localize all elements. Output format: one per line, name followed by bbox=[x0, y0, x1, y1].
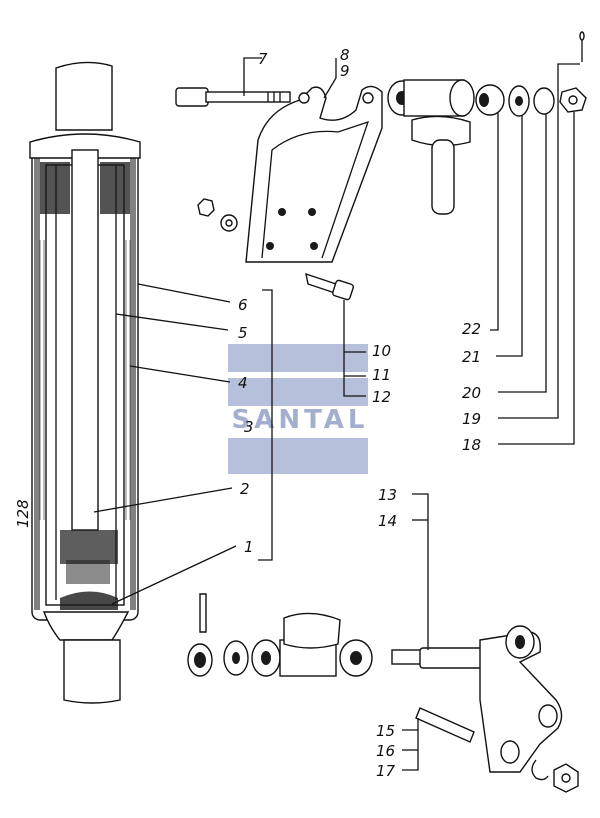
callout-6: 6 bbox=[238, 296, 248, 314]
small-nuts bbox=[197, 198, 238, 232]
callout-1: 1 bbox=[244, 538, 254, 556]
callout-19: 19 bbox=[462, 410, 481, 428]
callout-2: 2 bbox=[240, 480, 250, 498]
lower-bracket bbox=[391, 625, 579, 793]
lower-pivot-assembly bbox=[187, 593, 373, 677]
callout-5: 5 bbox=[238, 324, 248, 342]
callout-16: 16 bbox=[376, 742, 395, 760]
upper-pivot-assembly bbox=[387, 31, 587, 215]
callout-7: 7 bbox=[258, 50, 268, 68]
callout-numbers: 7 8 9 6 5 4 3 2 1 10 11 12 22 21 20 19 1… bbox=[238, 46, 481, 780]
callout-12: 12 bbox=[372, 388, 391, 406]
callout-10: 10 bbox=[372, 342, 391, 360]
callout-21: 21 bbox=[462, 348, 481, 366]
shock-absorber bbox=[29, 61, 141, 704]
callout-11: 11 bbox=[372, 366, 391, 384]
callout-4: 4 bbox=[238, 374, 248, 392]
callout-18: 18 bbox=[462, 436, 481, 454]
santal-watermark: SANTAL bbox=[228, 344, 368, 474]
callout-15: 15 bbox=[376, 722, 395, 740]
callout-3: 3 bbox=[244, 418, 254, 436]
long-bolt-7 bbox=[175, 87, 291, 107]
callout-17: 17 bbox=[376, 762, 396, 780]
callout-20: 20 bbox=[462, 384, 481, 402]
callout-22: 22 bbox=[462, 320, 481, 338]
upper-bracket bbox=[245, 85, 383, 263]
leader-lines bbox=[93, 57, 580, 771]
callout-13: 13 bbox=[378, 486, 397, 504]
side-dimension-label: 128 bbox=[14, 499, 32, 528]
callout-9: 9 bbox=[340, 62, 350, 80]
callout-14: 14 bbox=[378, 512, 397, 530]
callout-8: 8 bbox=[340, 46, 350, 64]
watermark-text: SANTAL bbox=[231, 405, 368, 435]
bolt-10-12 bbox=[305, 272, 354, 301]
